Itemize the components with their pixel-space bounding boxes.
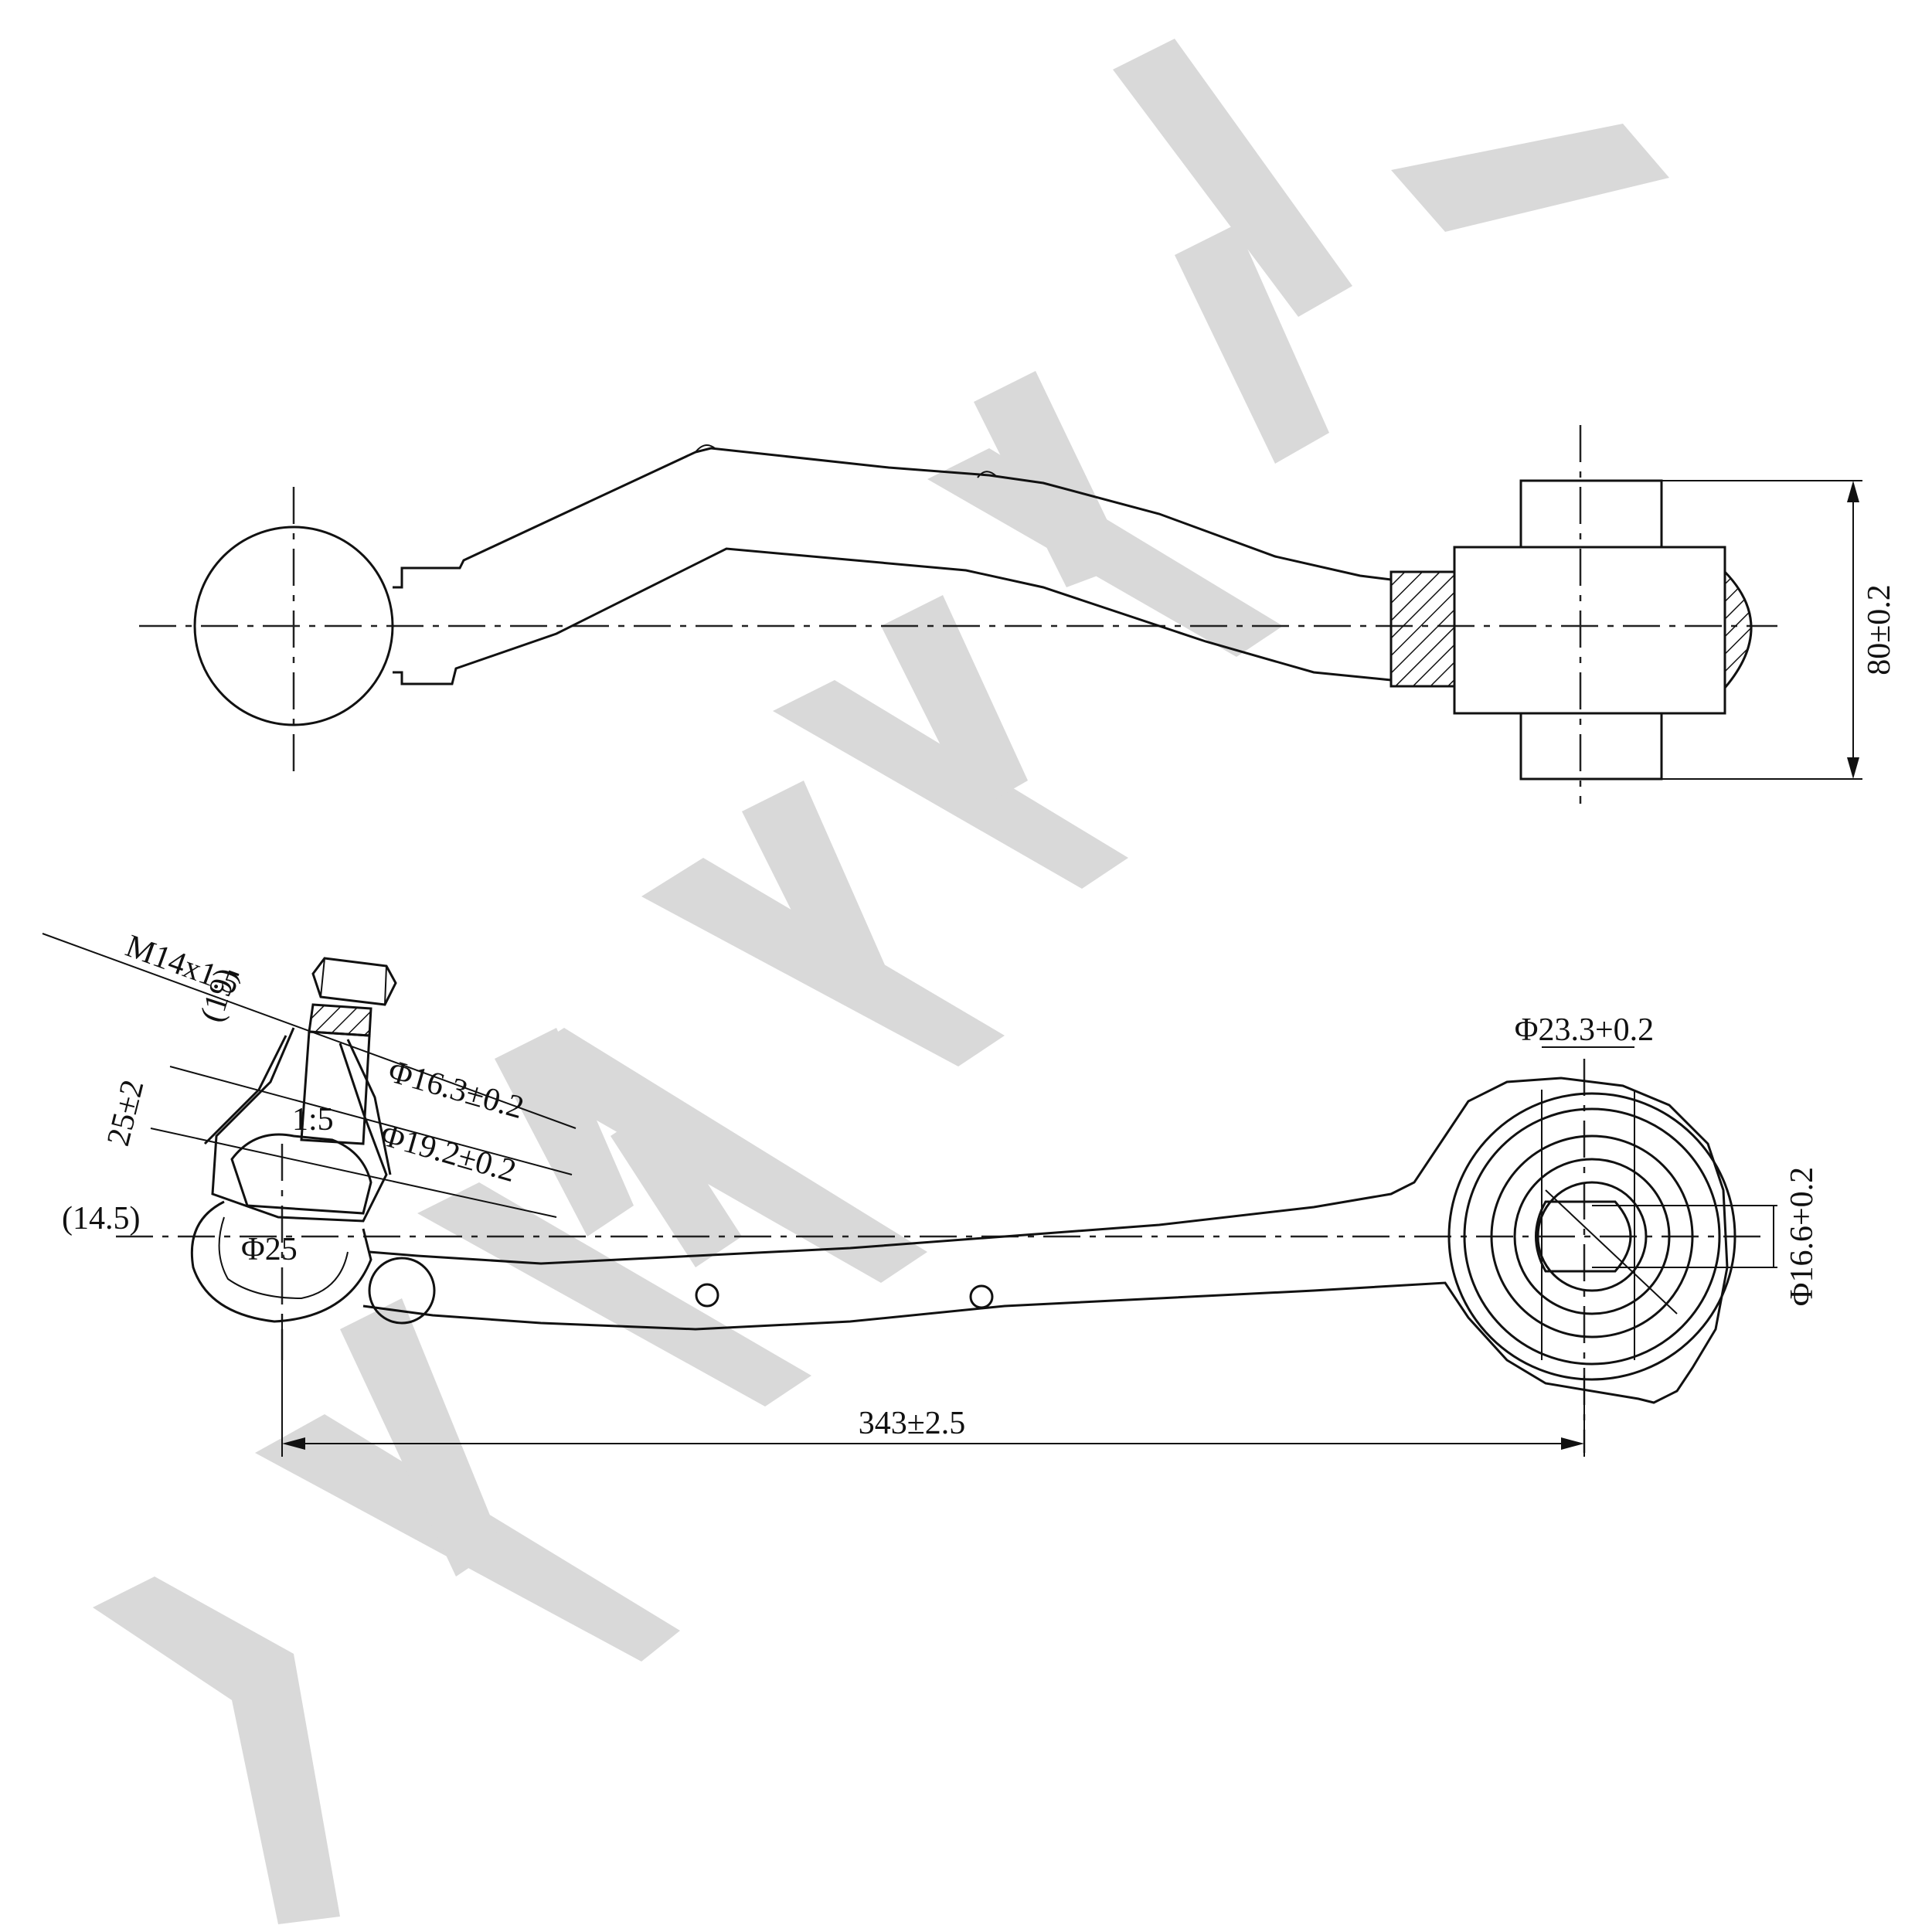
eye-outer-ring	[1447, 1092, 1736, 1381]
dim-80: 80±0.2	[1862, 584, 1897, 675]
dim-343: 343±2.5	[859, 1406, 966, 1441]
dim-dia-23-3: Φ23.3+0.2	[1515, 1012, 1654, 1048]
ball-stud-circle	[193, 526, 394, 726]
dim-dia-16-6: Φ16.6+0.2	[1784, 1167, 1820, 1306]
dim-dia-25: Φ25	[241, 1232, 298, 1267]
ball-housing	[230, 1133, 372, 1215]
hatched-cap	[1723, 569, 1753, 692]
side-view	[42, 933, 1777, 1453]
nut	[311, 957, 397, 1006]
zennek-watermark	[93, 39, 1669, 1924]
dim-dia-19-2: Φ19.2±0.2	[376, 1117, 519, 1189]
dim-taper: 1:5	[292, 1102, 334, 1138]
top-view: 80±0.2	[139, 425, 1897, 804]
bushing-body	[1453, 546, 1726, 715]
dim-14-5: (14.5)	[62, 1201, 140, 1236]
dim-25: 25±2	[100, 1077, 151, 1150]
hatched-pin	[1389, 570, 1456, 688]
